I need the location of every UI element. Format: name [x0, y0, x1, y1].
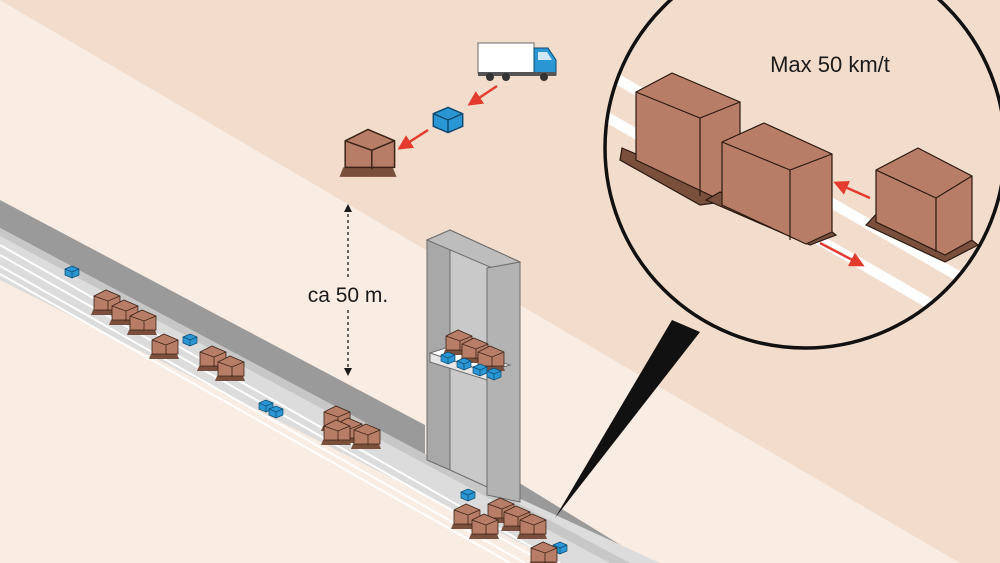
arrow-truck-to-package: [467, 84, 498, 106]
depth-label: ca 50 m.: [308, 284, 389, 307]
arrow-approach: [833, 180, 871, 200]
truck-icon: [477, 42, 557, 81]
speed-label: Max 50 km/t: [770, 52, 890, 77]
zoom-pointer: [555, 320, 700, 518]
zoom-callout: Max 50 km/t: [603, 0, 1000, 350]
arrow-depart: [819, 241, 865, 267]
depth-indicator: ca 50 m.: [292, 204, 404, 376]
package-icon: [64, 265, 80, 279]
arrow-package-to-pallet: [397, 128, 429, 150]
zoom-crate-2: [704, 122, 838, 246]
package-icon: [432, 106, 464, 134]
lift-shaft: [425, 229, 522, 503]
zoom-crate-3: [864, 147, 980, 263]
